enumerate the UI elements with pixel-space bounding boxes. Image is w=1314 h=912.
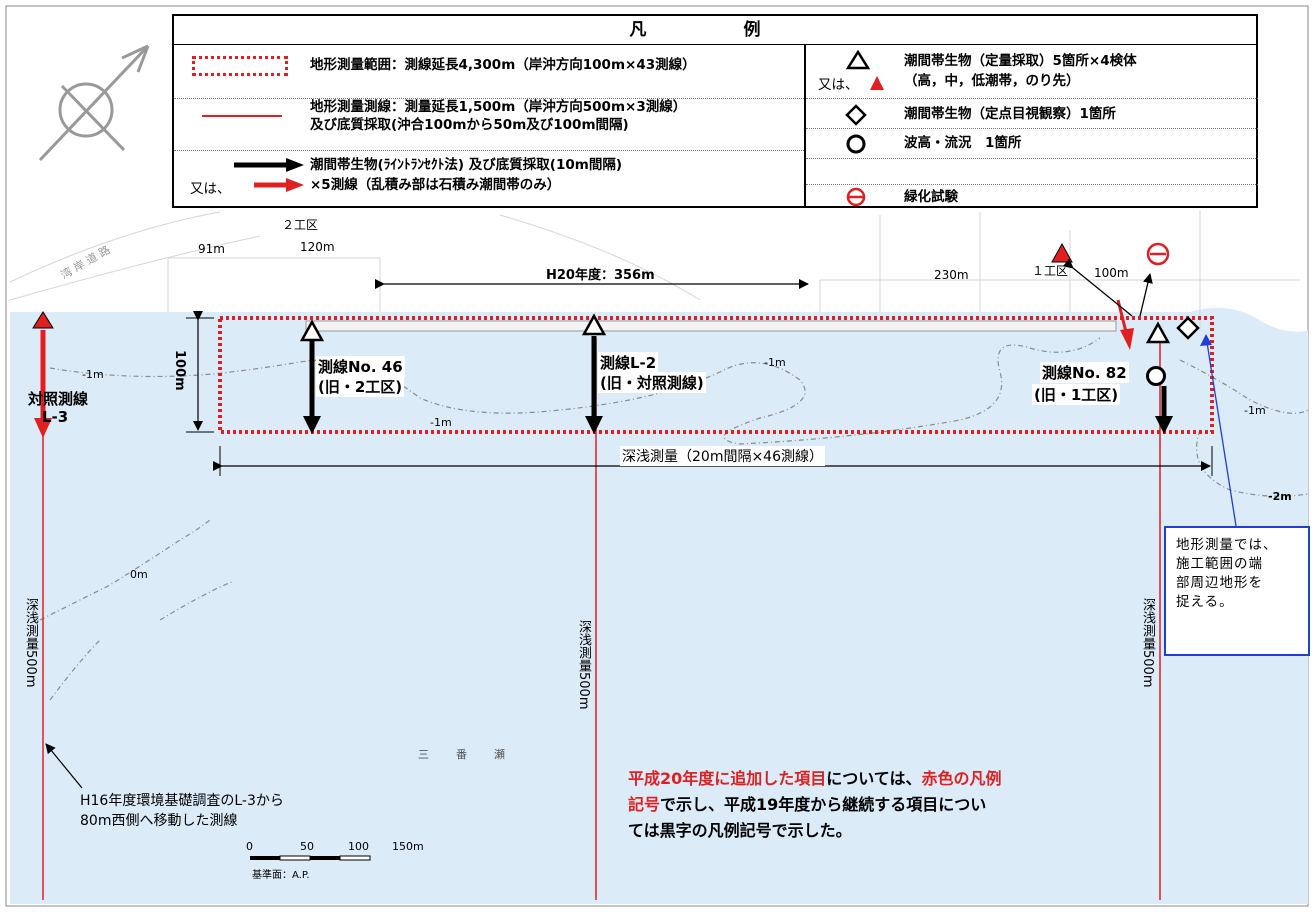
- quant-marker-82: [1145, 321, 1171, 344]
- scale-label-150: 150m: [392, 840, 424, 853]
- contour-label-1c: -1m: [764, 356, 786, 369]
- scale-label-50: 50: [300, 840, 314, 853]
- sea-area: [10, 307, 1308, 904]
- legend-survey-line-2: 及び底質採取(沖合100mから50m及び100m間隔): [310, 117, 629, 133]
- line-46-label-2: (旧・2工区): [316, 376, 405, 397]
- legend-quant-2: （高，中，低潮帯，のり先）: [904, 73, 1080, 89]
- leader-to-greening: [1139, 273, 1153, 317]
- contour-label-2: -2m: [1268, 490, 1292, 503]
- legend-quant-1: 潮間帯生物（定量採取）5箇所×4検体: [904, 53, 1137, 69]
- legend-survey-line-symbol: [202, 115, 282, 117]
- legend-transect-2: ×5測線（乱積み部は石積み潮間帯のみ）: [310, 177, 561, 193]
- dim-230-label: 230m: [934, 268, 969, 282]
- legend-box: 凡 例 地形測量範囲：測線延長4,300m（岸沖方向100m×43測線） 地形測…: [172, 14, 1258, 208]
- contour-label-1a: -1m: [82, 368, 104, 381]
- h16-note-1: H16年度環境基礎調査のL-3から: [80, 793, 284, 809]
- leader-to-red-triangle: [1062, 258, 1133, 317]
- line-l3-label-1: 対照測線: [28, 390, 89, 408]
- terrain-note-box: 地形測量では、 施工範囲の端 部周辺地形を 捉える。: [1164, 526, 1310, 656]
- v500-right-label: 深浅測量500m: [1140, 598, 1155, 688]
- fixed-point-diamond: [1176, 316, 1200, 340]
- wave-station-circle: [1146, 366, 1166, 386]
- datum-label: 基準面：A.P.: [252, 870, 310, 881]
- north-compass-icon: [38, 44, 150, 162]
- legend-transect-1: 潮間帯生物(ﾗｲﾝﾄﾗﾝｾｸﾄ法) 及び底質採取(10m間隔): [310, 157, 622, 173]
- scale-bar: [250, 855, 371, 861]
- footnote-black-2: で示し、平成19年度から継続する項目につい: [660, 795, 987, 814]
- legend-quant-triangles: [845, 50, 884, 90]
- h16-leader: [45, 743, 83, 789]
- scale-label-0: 0: [246, 840, 253, 853]
- footnote-black-1: については、: [826, 769, 922, 788]
- legend-survey-area: 地形測量範囲：測線延長4,300m（岸沖方向100m×43測線）: [310, 57, 696, 73]
- legend-quant-or: 又は、: [818, 77, 859, 93]
- dim-100-label: 100m: [1094, 266, 1129, 280]
- h16-note-2: 80m西側へ移動した測線: [80, 813, 238, 829]
- quant-marker-l2: [581, 313, 607, 336]
- quant-marker-46: [299, 319, 325, 342]
- footnote-red-3: 記号: [628, 795, 661, 814]
- dim-91-label: 91m: [198, 242, 225, 256]
- line-l2-label-2: (旧・対照測線): [598, 372, 706, 393]
- note-line-4: 捉える。: [1176, 594, 1234, 610]
- line-82-label-2: (旧・1工区): [1032, 384, 1121, 405]
- footnote-red-2: 赤色の凡例: [921, 769, 1002, 788]
- legend-greening: 緑化試験: [904, 189, 958, 205]
- legend-diamond-icon: [845, 104, 867, 126]
- note-leader: [1205, 335, 1237, 527]
- contour-label-1b: -1m: [430, 416, 452, 429]
- line-l2-label-1: 測線L-2: [598, 352, 659, 373]
- contour-label-1d: -1m: [1244, 404, 1266, 417]
- legend-fixed-point: 潮間帯生物（定点目視観察）1箇所: [904, 106, 1116, 122]
- survey-area-rect: [218, 316, 1214, 434]
- revetment: [305, 320, 1117, 332]
- depth-100-label: 100m: [172, 350, 187, 391]
- contour-label-0: 0m: [130, 568, 148, 581]
- legend-circle-icon: [846, 134, 866, 154]
- line-82-label-1: 測線No. 82: [1040, 362, 1129, 383]
- quant-marker-red-zone1: [1051, 242, 1073, 263]
- note-line-3: 部周辺地形を: [1176, 575, 1263, 591]
- zone2-label: ２工区: [282, 218, 319, 232]
- zone1-label: １工区: [1032, 264, 1069, 278]
- v500-left-label: 深浅測量500m: [23, 598, 38, 688]
- legend-greening-icon: [846, 187, 866, 207]
- color-footnote: 平成20年度に追加した項目については、赤色の凡例 記号で示し、平成19年度から継…: [628, 766, 1002, 844]
- dim-120-label: 120m: [300, 240, 335, 254]
- h20-label: H20年度：356m: [546, 268, 655, 283]
- note-line-2: 施工範囲の端: [1176, 556, 1263, 572]
- legend-transect-arrows: [234, 158, 304, 192]
- v500-mid-label: 深浅測量500m: [576, 620, 591, 710]
- footnote-line-3: ては黒字の凡例記号で示した。: [628, 821, 852, 840]
- scale-label-100: 100: [348, 840, 369, 853]
- sounding-label: 深浅測量（20m間隔×46測線）: [620, 446, 825, 466]
- legend-survey-line-1: 地形測量測線：測量延長1,500m（岸沖方向500m×3測線）: [310, 99, 687, 115]
- lake-label: 三 番 瀬: [418, 748, 513, 761]
- legend-title: 凡 例: [174, 16, 1256, 45]
- quant-marker-red-l3: [32, 311, 54, 329]
- legend-transect-or: 又は、: [190, 181, 231, 197]
- legend-wave: 波高・流況 1箇所: [904, 135, 1022, 151]
- footnote-red-1: 平成20年度に追加した項目: [628, 769, 827, 788]
- line-46-label-1: 測線No. 46: [316, 356, 405, 377]
- line-l3-label-2: L-3: [42, 408, 69, 426]
- note-line-1: 地形測量では、: [1176, 537, 1278, 553]
- legend-divider: [804, 44, 806, 208]
- legend-survey-area-symbol: [192, 56, 288, 76]
